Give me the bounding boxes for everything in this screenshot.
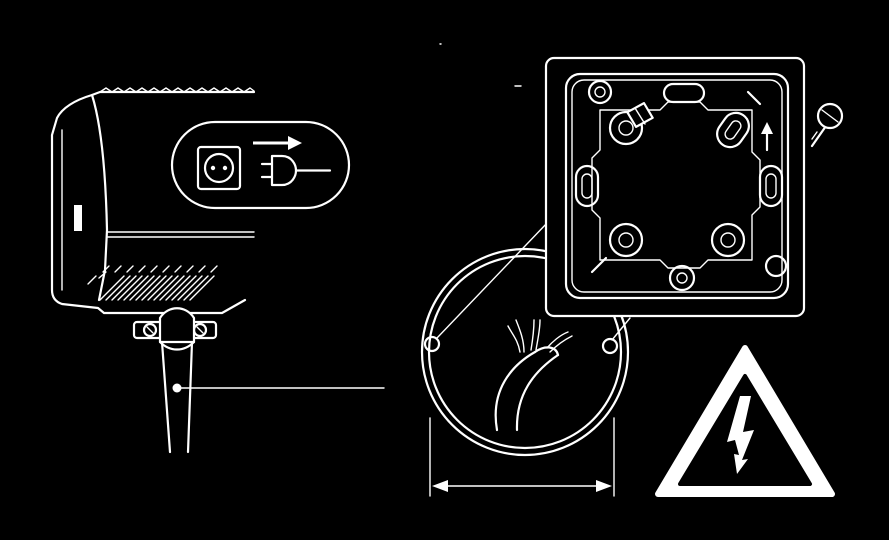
device-housing [50,90,256,315]
plate-bosses [587,79,788,292]
plug-icon [260,154,332,187]
dimension-arrow-icon [429,417,615,497]
power-cable [158,307,385,454]
screw-hole-left [423,335,441,353]
arrow-right-icon [253,136,302,150]
side-latch [74,205,82,231]
mains-socket-icon [196,145,242,191]
screw-hole-right [601,337,619,355]
projection-line [436,221,549,339]
bottom-vent-slots [87,265,218,301]
device-front-face [90,93,109,302]
unplug-power-icon [170,120,351,210]
wall-junction-box [420,221,631,497]
arrow-up-icon [761,122,773,152]
device-unit [50,87,385,454]
plate-inner-profile [591,101,761,269]
mounting-plate-detail [544,56,806,318]
top-vent-slots [99,87,255,93]
screw-icon [810,102,844,148]
lightning-bolt-icon [727,396,754,474]
screw-icon [626,102,654,128]
warning-triangle-icon [655,345,835,497]
